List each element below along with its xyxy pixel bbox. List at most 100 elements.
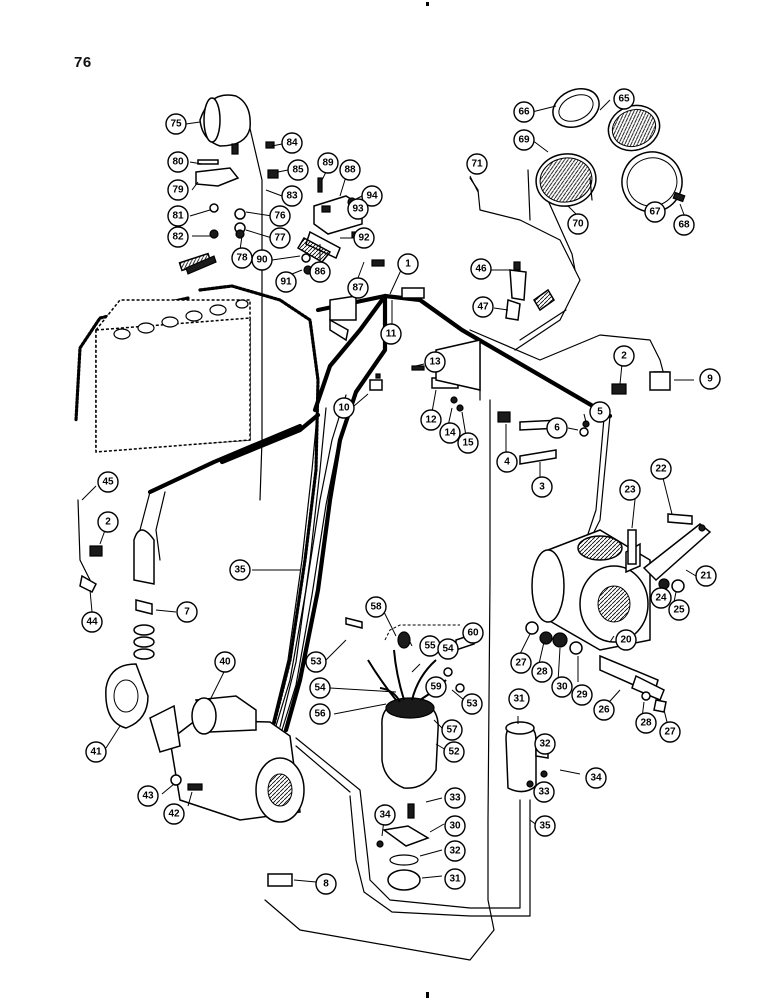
callout-circle — [167, 151, 189, 173]
callout-31: 31 — [444, 868, 466, 890]
callout-number: 91 — [280, 277, 292, 288]
callout-81: 81 — [167, 205, 189, 227]
callout-circle — [668, 599, 690, 621]
callout-circle — [439, 422, 461, 444]
callout-54: 54 — [309, 677, 331, 699]
callout-5: 5 — [589, 401, 611, 423]
junction-connectors — [505, 261, 555, 321]
callout-9: 9 — [699, 368, 721, 390]
callout-circle — [309, 677, 331, 699]
callout-circle — [513, 101, 535, 123]
callout-number: 28 — [640, 718, 652, 729]
callout-circle — [347, 277, 369, 299]
callout-number: 5 — [597, 407, 603, 418]
callout-78: 78 — [231, 247, 253, 269]
callout-60: 60 — [462, 622, 484, 644]
callout-65: 65 — [613, 88, 635, 110]
callout-circle — [137, 785, 159, 807]
callout-number: 65 — [618, 94, 630, 105]
callout-number: 22 — [655, 464, 667, 475]
callout-number: 67 — [649, 207, 661, 218]
callout-number: 46 — [475, 264, 487, 275]
callout-circle — [567, 213, 589, 235]
callout-circle — [444, 868, 466, 890]
generator — [531, 529, 651, 651]
callout-4: 4 — [496, 451, 518, 473]
callout-number: 2 — [621, 351, 627, 362]
callout-6: 6 — [546, 417, 568, 439]
callout-circle — [659, 721, 681, 743]
callout-number: 25 — [673, 605, 685, 616]
callout-33: 33 — [533, 781, 555, 803]
callout-circle — [444, 787, 466, 809]
callout-circle — [462, 622, 484, 644]
callout-number: 34 — [590, 773, 602, 784]
callout-number: 21 — [700, 571, 712, 582]
callout-circle — [374, 804, 396, 826]
callout-number: 31 — [513, 694, 525, 705]
callout-number: 57 — [446, 725, 458, 736]
callout-28: 28 — [635, 712, 657, 734]
callout-46: 46 — [470, 258, 492, 280]
callout-number: 69 — [518, 135, 530, 146]
callout-number: 82 — [172, 232, 184, 243]
callout-87: 87 — [347, 277, 369, 299]
callout-circle — [673, 214, 695, 236]
callout-40: 40 — [214, 651, 236, 673]
callout-circle — [420, 409, 442, 431]
callout-number: 68 — [678, 220, 690, 231]
callout-circle — [269, 205, 291, 227]
callout-circle — [534, 815, 556, 837]
callout-circle — [585, 767, 607, 789]
callout-number: 83 — [286, 191, 298, 202]
callout-circle — [281, 185, 303, 207]
coil — [505, 721, 549, 793]
callout-circle — [97, 511, 119, 533]
callout-number: 35 — [539, 821, 551, 832]
battery — [95, 252, 251, 453]
callout-circle — [167, 226, 189, 248]
callout-circle — [531, 476, 553, 498]
sender-switches-right — [497, 371, 669, 465]
callout-circle — [317, 152, 339, 174]
callout-number: 60 — [467, 628, 479, 639]
callout-12: 12 — [420, 409, 442, 431]
callout-number: 33 — [449, 793, 461, 804]
callout-circle — [589, 401, 611, 423]
callout-3: 3 — [531, 476, 553, 498]
callout-57: 57 — [441, 719, 463, 741]
callout-53: 53 — [461, 693, 483, 715]
callout-number: 87 — [352, 283, 364, 294]
callout-41: 41 — [85, 741, 107, 763]
callout-circle — [347, 198, 369, 220]
callout-number: 52 — [448, 747, 460, 758]
callout-number: 77 — [274, 233, 286, 244]
callout-56: 56 — [309, 703, 331, 725]
callout-number: 80 — [172, 157, 184, 168]
callout-number: 89 — [322, 158, 334, 169]
callout-number: 54 — [442, 644, 454, 655]
callout-number: 86 — [314, 267, 326, 278]
callout-circle — [361, 185, 383, 207]
callout-number: 9 — [707, 374, 713, 385]
callout-47: 47 — [472, 296, 494, 318]
callout-42: 42 — [163, 803, 185, 825]
callout-54: 54 — [437, 638, 459, 660]
callout-32: 32 — [534, 733, 556, 755]
callout-90: 90 — [251, 249, 273, 271]
callout-circle — [510, 652, 532, 674]
callout-number: 84 — [286, 138, 298, 149]
callout-circle — [333, 397, 355, 419]
callout-92: 92 — [353, 227, 375, 249]
callout-circle — [424, 351, 446, 373]
callout-circle — [339, 159, 361, 181]
callout-number: 1 — [405, 259, 411, 270]
callout-26: 26 — [593, 699, 615, 721]
callout-circle — [644, 201, 666, 223]
callout-number: 13 — [429, 357, 441, 368]
callout-84: 84 — [281, 132, 303, 154]
callout-number: 3 — [539, 482, 545, 493]
callout-circle — [176, 601, 198, 623]
callout-circle — [287, 159, 309, 181]
callout-94: 94 — [361, 185, 383, 207]
